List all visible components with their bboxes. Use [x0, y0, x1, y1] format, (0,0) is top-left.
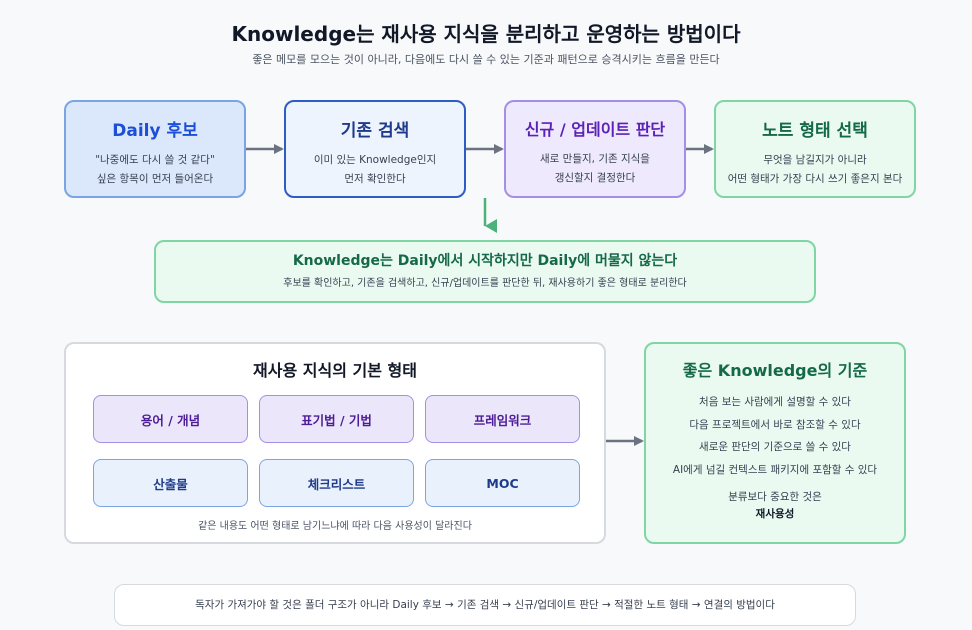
- criteria-summary: 분류보다 중요한 것은 재사용성: [646, 489, 904, 523]
- middle-text: 후보를 확인하고, 기존을 검색하고, 신규/업데이트를 판단한 뒤, 재사용하…: [283, 278, 687, 289]
- page-title: Knowledge는 재사용 지식을 분리하고 운영하는 방법이다: [231, 22, 741, 46]
- criteria-item: 다음 프로젝트에서 바로 참조할 수 있다: [689, 418, 861, 431]
- middle-summary-box: Knowledge는 Daily에서 시작하지만 Daily에 머물지 않는다 …: [154, 240, 816, 303]
- footer-takeaway: 독자가 가져가야 할 것은 폴더 구조가 아니라 Daily 후보 → 기존 검…: [114, 584, 856, 626]
- step-text: 이미 있는 Knowledge인지: [313, 154, 437, 166]
- step-text: 어떤 형태가 가장 다시 쓰기 좋은지 본다: [727, 173, 903, 185]
- criteria-summary-line: 분류보다 중요한 것은: [728, 491, 822, 503]
- step-text: "나중에도 다시 쓸 것 같다": [95, 154, 215, 166]
- middle-title: Knowledge는 Daily에서 시작하지만 Daily에 머물지 않는다: [292, 253, 678, 269]
- step-text: 무엇을 남길지가 아니라: [763, 154, 867, 166]
- form-item-deliverable: 산출물: [93, 459, 248, 507]
- step-title: 노트 형태 선택: [762, 121, 868, 141]
- form-item-checklist: 체크리스트: [259, 459, 414, 507]
- criteria-summary-keyword: 재사용성: [755, 508, 795, 520]
- step-text: 싶은 항목이 먼저 들어온다: [96, 173, 214, 185]
- step-note-form-selection: 노트 형태 선택 무엇을 남길지가 아니라 어떤 형태가 가장 다시 쓰기 좋은…: [714, 100, 916, 198]
- form-item-framework: 프레임워크: [425, 395, 580, 443]
- footer-text: 독자가 가져가야 할 것은 폴더 구조가 아니라 Daily 후보 → 기존 검…: [195, 599, 775, 611]
- criteria-item: 처음 보는 사람에게 설명할 수 있다: [699, 396, 851, 408]
- step-daily-candidate: Daily 후보 "나중에도 다시 쓸 것 같다" 싶은 항목이 먼저 들어온다: [64, 100, 246, 198]
- step-existing-search: 기존 검색 이미 있는 Knowledge인지 먼저 확인한다: [284, 100, 466, 198]
- criteria-item: 새로운 판단의 기준으로 쓸 수 있다: [699, 441, 851, 453]
- step-text: 새로 만들지, 기존 지식을: [540, 153, 650, 165]
- criteria-title: 좋은 Knowledge의 기준: [682, 361, 868, 380]
- reuse-forms-panel: 재사용 지식의 기본 형태 용어 / 개념 표기법 / 기법 프레임워크 산출물…: [64, 342, 606, 544]
- form-item-term-concept: 용어 / 개념: [93, 395, 248, 443]
- criteria-panel: 좋은 Knowledge의 기준 처음 보는 사람에게 설명할 수 있다 다음 …: [644, 342, 906, 544]
- step-title: 신규 / 업데이트 판단: [524, 120, 666, 139]
- form-item-notation-technique: 표기법 / 기법: [259, 395, 414, 443]
- forms-note: 같은 내용도 어떤 형태로 남기느냐에 따라 다음 사용성이 달라진다: [198, 521, 472, 532]
- step-text: 갱신할지 결정한다: [554, 172, 636, 184]
- step-title: 기존 검색: [340, 121, 410, 141]
- forms-title: 재사용 지식의 기본 형태: [253, 361, 417, 380]
- step-new-update-decision: 신규 / 업데이트 판단 새로 만들지, 기존 지식을 갱신할지 결정한다: [504, 100, 686, 198]
- criteria-item: AI에게 넘길 컨텍스트 패키지에 포함할 수 있다: [672, 463, 878, 476]
- form-item-moc: MOC: [425, 459, 580, 507]
- step-title: Daily 후보: [112, 121, 198, 141]
- step-text: 먼저 확인한다: [344, 173, 406, 185]
- page-subtitle: 좋은 메모를 모으는 것이 아니라, 다음에도 다시 쓸 수 있는 기준과 패턴…: [252, 53, 720, 66]
